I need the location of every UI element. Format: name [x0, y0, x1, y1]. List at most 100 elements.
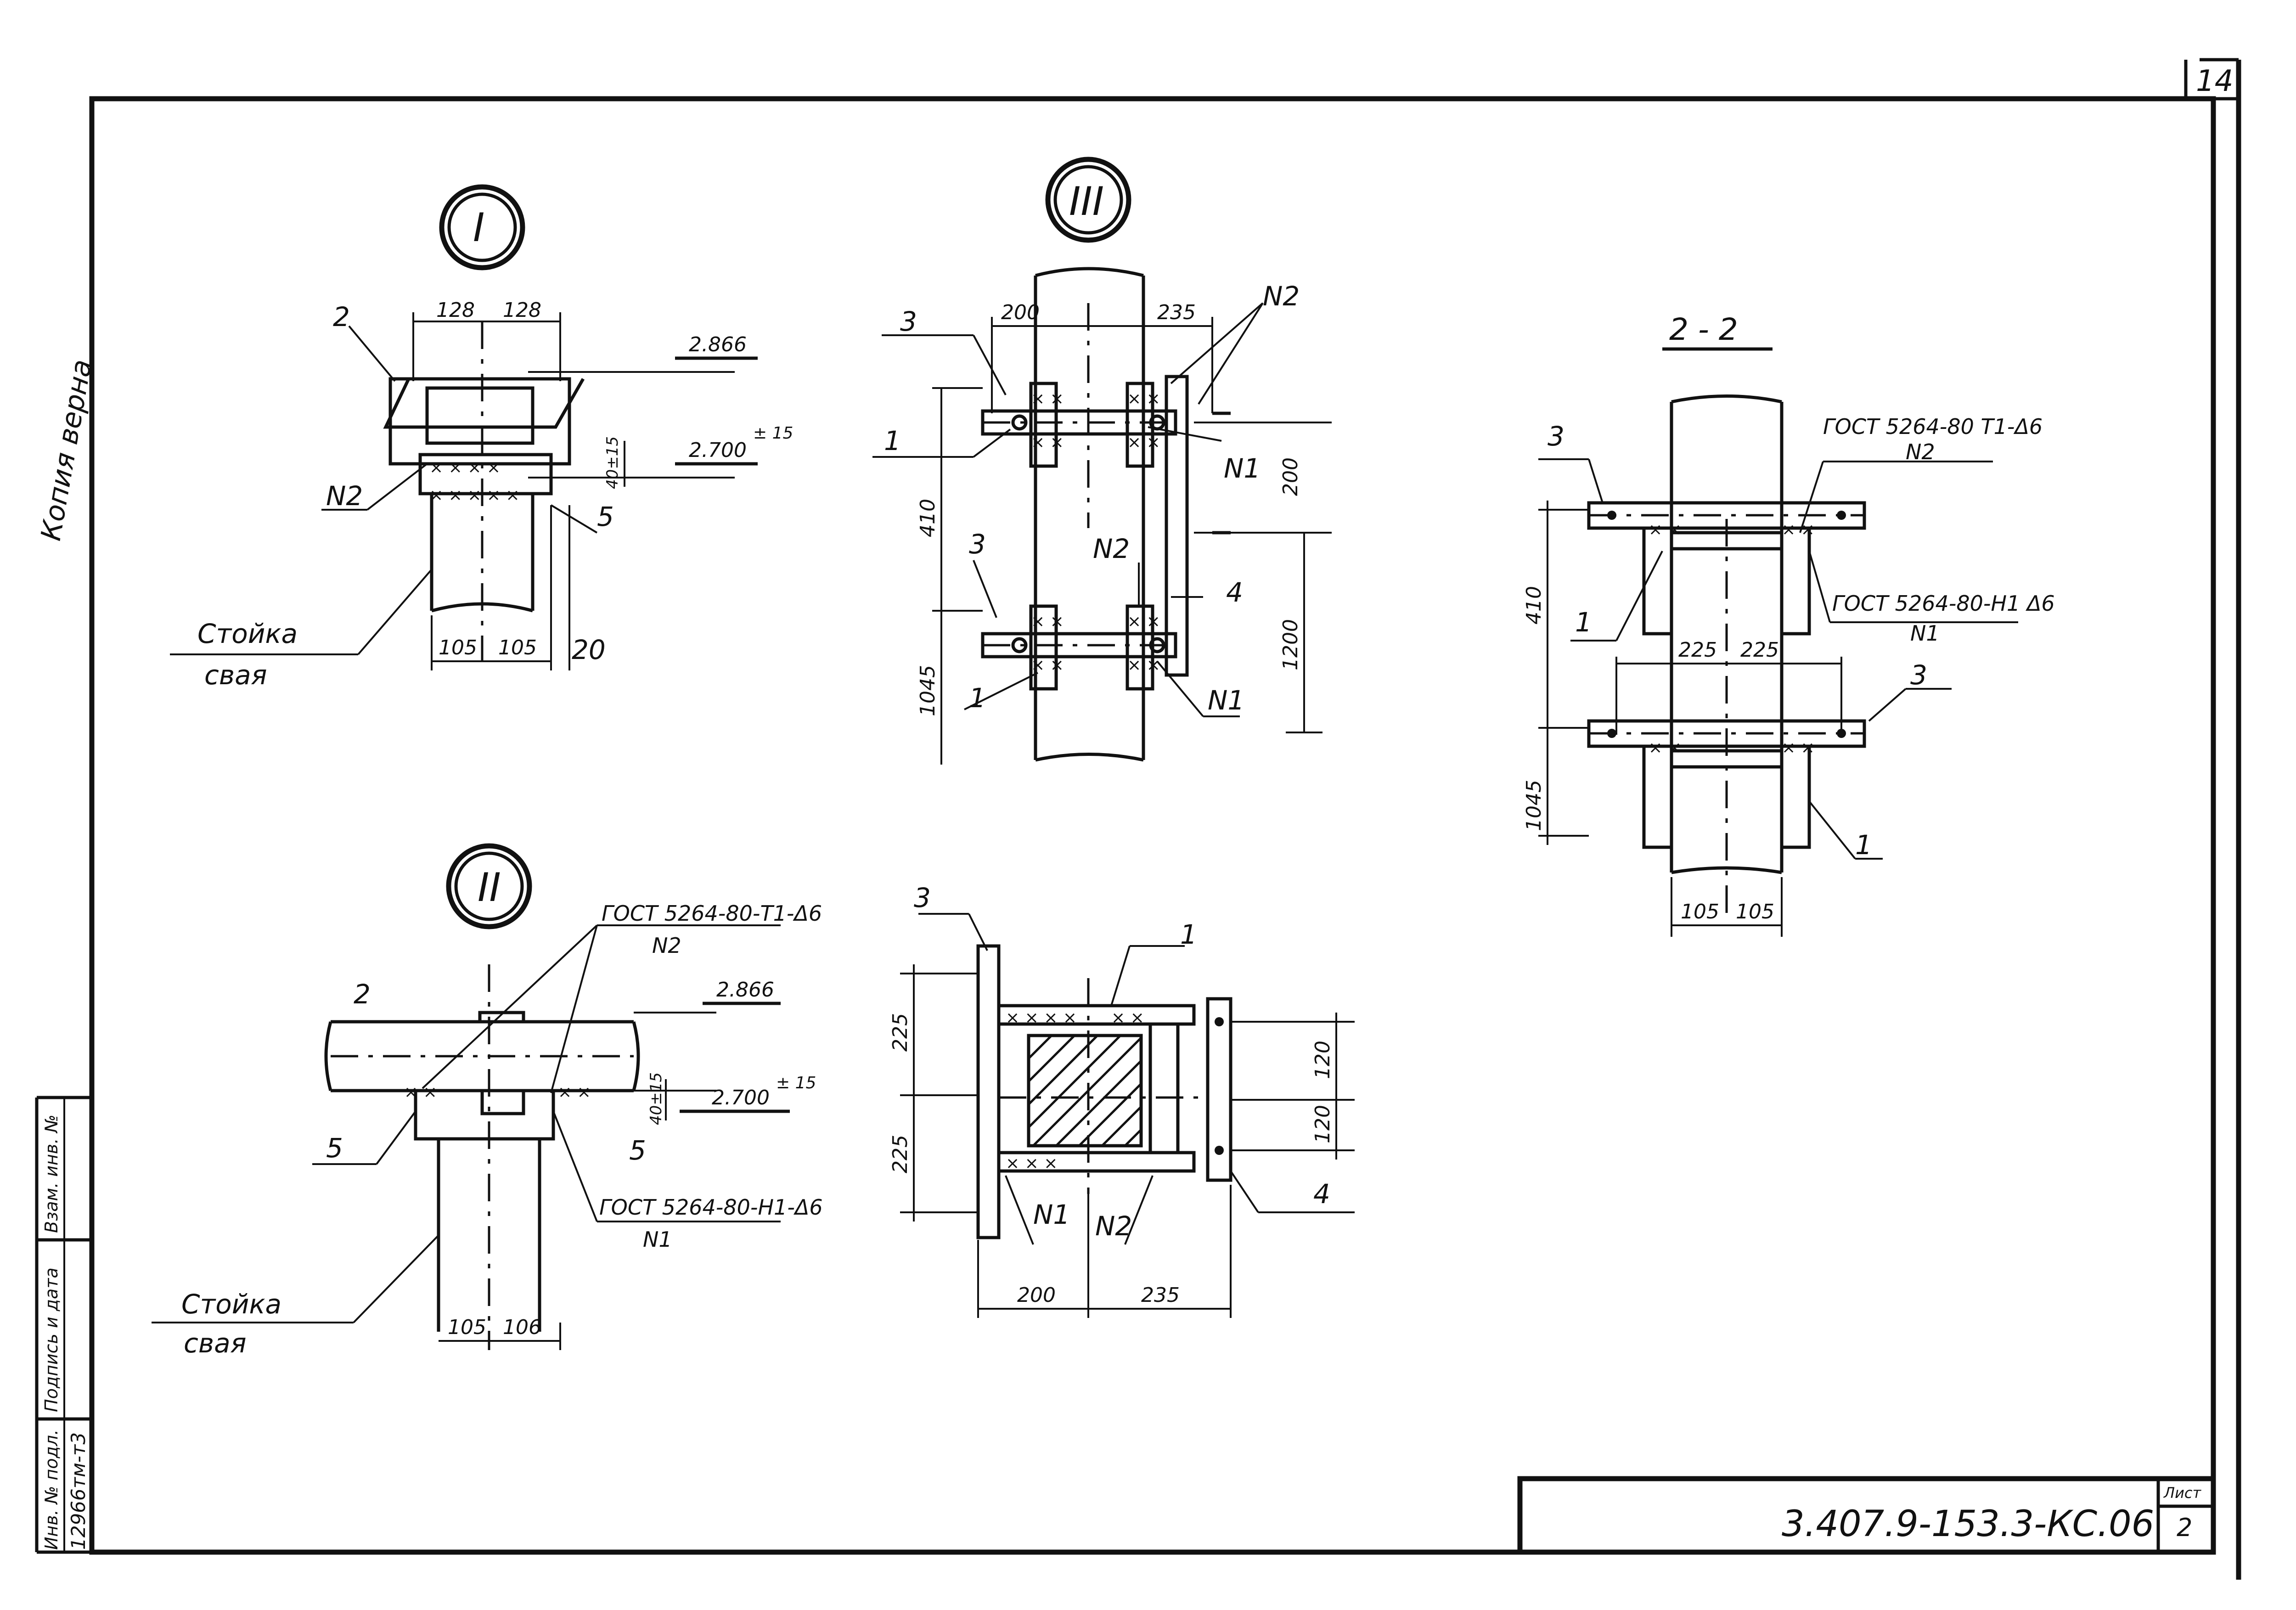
svg-text:× × × × ×: × × × × ×	[429, 486, 520, 505]
svg-text:× ×: × ×	[1031, 656, 1064, 675]
view-3-dim-right-bottom: 1200	[1279, 619, 1302, 670]
svg-text:× ×: × ×	[1031, 612, 1064, 631]
view-2-elevation-tolerance: ± 15	[776, 1074, 816, 1092]
view-4-label-n1: N1	[1033, 1199, 1070, 1230]
view-1-elevation-top: 2.866	[689, 333, 747, 356]
section-label-1-left: 1	[1575, 607, 1592, 638]
inventory-number: 12966тм-т3	[67, 1432, 90, 1550]
section-label-1-bottom: 1	[1855, 829, 1872, 861]
view-2-dim-bottom-left: 105	[448, 1316, 486, 1339]
view-3-drawing: × × × × × × × × × × × × × × × ×	[872, 157, 1332, 765]
view-4-dim-right-top: 120	[1311, 1041, 1334, 1079]
section-dim-left-top: 410	[1522, 586, 1546, 625]
svg-text:× ×: × ×	[1649, 520, 1682, 539]
view-3-label-3-mid: 3	[969, 529, 986, 560]
view-1-circle-label: I	[473, 205, 484, 251]
view-3-dim-right-top: 200	[1279, 457, 1302, 496]
view-3-dim-top-left: 200	[1001, 301, 1040, 324]
view-4-dim-left-top: 225	[889, 1013, 912, 1052]
section-dim-bottom-right: 105	[1736, 900, 1774, 923]
view-4-label-1: 1	[1180, 919, 1197, 950]
drawing-code: 3.407.9-153.3-КС.06	[1782, 1503, 2154, 1545]
view-3-label-n2-mid: N2	[1093, 533, 1130, 564]
view-1-label-2: 2	[333, 301, 350, 332]
svg-text:× ×: × ×	[1127, 433, 1160, 452]
sheet-number-corner: 14	[2196, 64, 2233, 98]
view-3-dim-left-top: 410	[916, 499, 940, 537]
side-column-inventory-label: Инв. № подл.	[41, 1430, 62, 1550]
view-2-elevation-top: 2.866	[716, 978, 774, 1002]
svg-text:× × × ×: × × × ×	[429, 458, 501, 477]
view-3-label-n1-bottom: N1	[1208, 685, 1244, 716]
view-1-gap-dim: 40±15	[603, 436, 622, 489]
side-column-replacement-label: Взам. инв. №	[41, 1115, 62, 1233]
section-gost-top-n: N2	[1906, 439, 1935, 464]
view-3-label-n1-top: N1	[1224, 453, 1261, 484]
view-1-drawing: × × × × × × × × ×	[170, 184, 758, 670]
section-2-2-title: 2 - 2	[1669, 312, 1738, 347]
svg-text:× ×: × ×	[1127, 656, 1160, 675]
svg-text:× ×: × ×	[1127, 389, 1160, 408]
svg-text:× ×: × ×	[1111, 1008, 1144, 1027]
svg-text:× ×: × ×	[1031, 389, 1064, 408]
view-1-dim-top-left: 128	[436, 298, 475, 322]
view-4-label-4: 4	[1313, 1178, 1330, 1210]
view-1-label-5: 5	[597, 501, 614, 532]
section-dim-mid-left: 225	[1678, 638, 1717, 662]
section-dim-bottom-left: 105	[1681, 900, 1719, 923]
view-1-label-n2: N2	[326, 480, 363, 512]
view-4-dim-right-bottom: 120	[1311, 1105, 1334, 1143]
view-2-gost-top: ГОСТ 5264-80-Т1-Δ6	[602, 901, 822, 926]
view-1-dim-top-right: 128	[503, 298, 541, 322]
svg-text:× ×: × ×	[404, 1083, 437, 1102]
section-gost-mid: ГОСТ 5264-80-Н1 Δ6	[1832, 591, 2055, 616]
copy-note: Копия верна	[35, 357, 98, 543]
view-4-label-n2: N2	[1095, 1210, 1132, 1242]
view-3-label-3-top: 3	[900, 306, 917, 337]
view-2-gost-bottom-n: N1	[643, 1227, 672, 1252]
view-2-label-5-right: 5	[629, 1135, 646, 1166]
view-2-gost-bottom: ГОСТ 5264-80-Н1-Δ6	[599, 1195, 823, 1220]
view-2-label-2: 2	[354, 979, 371, 1010]
view-2-elevation-bottom: 2.700	[712, 1086, 770, 1109]
view-3-label-1-top: 1	[884, 425, 901, 456]
view-2-pile-label: свая	[184, 1328, 247, 1359]
section-2-2-drawing: × × × × × × × ×	[1538, 347, 2018, 937]
view-2-label-5-left: 5	[326, 1132, 343, 1164]
view-4-dim-bottom-left: 200	[1017, 1283, 1056, 1307]
section-dim-mid-right: 225	[1740, 638, 1779, 662]
svg-text:× ×: × ×	[1782, 520, 1815, 539]
view-2-gost-top-n: N2	[652, 933, 681, 958]
section-dim-left-bottom: 1045	[1522, 780, 1546, 831]
view-3-label-4: 4	[1226, 577, 1243, 608]
view-4-drawing: × × × × × × × × ×	[900, 913, 1355, 1318]
svg-text:× ×: × ×	[1127, 612, 1160, 631]
sheet-frame	[89, 58, 2241, 1580]
svg-text:× ×: × ×	[1031, 433, 1064, 452]
view-2-circle-label: II	[478, 865, 501, 911]
view-3-dim-top-right: 235	[1157, 301, 1196, 324]
section-label-3-top: 3	[1548, 421, 1564, 452]
view-2-drawing: × × × ×	[152, 843, 790, 1350]
sheet-list-label: Лист	[2163, 1484, 2201, 1502]
view-2-dim-bottom-right: 106	[503, 1316, 541, 1339]
section-gost-mid-n: N1	[1910, 621, 1940, 646]
view-1-support-label: Стойка	[197, 618, 298, 649]
svg-text:× ×: × ×	[1782, 738, 1815, 757]
section-label-3-right: 3	[1910, 659, 1927, 691]
view-1-dim-bottom-right: 105	[498, 636, 537, 659]
view-3-dim-left-bottom: 1045	[916, 665, 940, 716]
sheet-list-number: 2	[2177, 1513, 2192, 1542]
side-column-signature-label: Подпись и дата	[41, 1267, 62, 1412]
view-1-elevation-bottom: 2.700	[689, 439, 747, 462]
view-3-circle-label: III	[1069, 179, 1104, 225]
view-1-pile-label: свая	[204, 659, 267, 691]
view-1-elevation-tolerance: ± 15	[753, 424, 793, 443]
svg-text:× ×: × ×	[558, 1083, 591, 1102]
view-2-support-label: Стойка	[181, 1289, 281, 1320]
view-4-dim-left-bottom: 225	[889, 1135, 912, 1173]
title-block	[1517, 1476, 2216, 1555]
view-2-gap-dim: 40±15	[647, 1072, 665, 1125]
view-4-label-3: 3	[914, 882, 931, 913]
section-gost-top: ГОСТ 5264-80 Т1-Δ6	[1823, 414, 2043, 439]
